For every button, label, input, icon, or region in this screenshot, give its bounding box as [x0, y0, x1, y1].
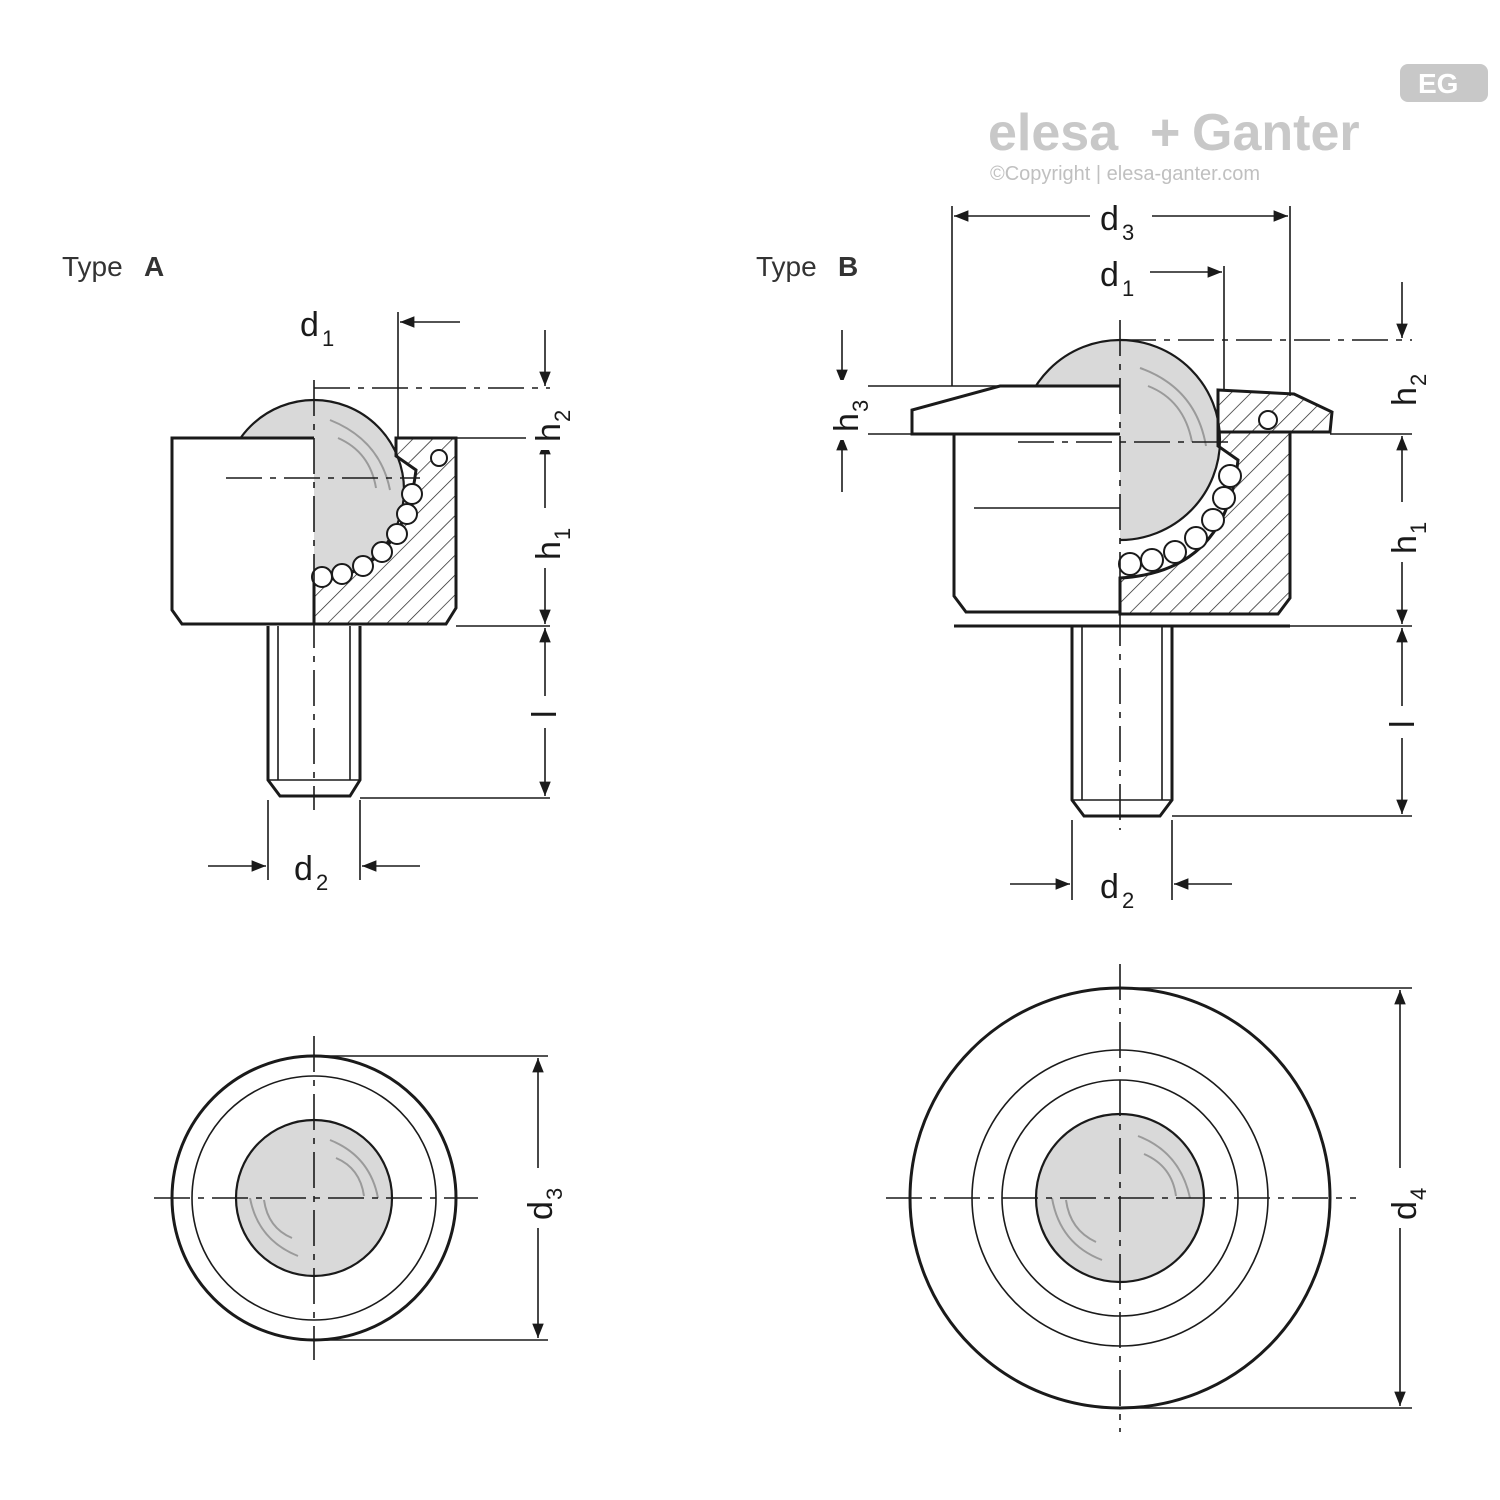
type-a-label-l: l [524, 696, 564, 728]
svg-text:3: 3 [542, 1188, 567, 1200]
brand-badge: EG [1400, 64, 1488, 102]
svg-text:2: 2 [1406, 374, 1431, 386]
type-a-label-d3: d 3 [518, 1168, 567, 1228]
svg-text:h: h [530, 423, 568, 442]
svg-text:h: h [1386, 387, 1424, 406]
svg-text:d: d [1100, 868, 1119, 906]
type-b-label-h1: h 1 [1382, 502, 1431, 562]
svg-text:2: 2 [1122, 888, 1134, 913]
type-a-top-view: d 3 [154, 1036, 567, 1360]
type-b-bearings [1118, 410, 1278, 576]
svg-text:1: 1 [322, 326, 334, 351]
type-b-label-d3: d 3 [1100, 200, 1134, 245]
svg-text:d: d [1100, 200, 1119, 238]
type-b-label-l: l [1382, 706, 1422, 738]
svg-text:1: 1 [1406, 522, 1431, 534]
svg-text:d: d [1100, 256, 1119, 294]
svg-text:1: 1 [1122, 276, 1134, 301]
type-b-prefix: Type [756, 251, 817, 282]
svg-text:d: d [294, 850, 313, 888]
type-a-prefix: Type [62, 251, 123, 282]
brand-plus: + [1150, 104, 1180, 162]
type-a-letter: A [144, 251, 164, 282]
svg-text:d: d [300, 306, 319, 344]
type-a-side-view: Type A [62, 251, 575, 895]
type-a-label-h1: h 1 [526, 508, 575, 568]
svg-text:4: 4 [1406, 1188, 1431, 1200]
type-b-label-h2: h 2 [1382, 354, 1431, 414]
type-a-label-h2: h 2 [526, 390, 575, 450]
type-b-label-d4: d 4 [1382, 1168, 1431, 1228]
svg-text:2: 2 [316, 870, 328, 895]
svg-text:3: 3 [1122, 220, 1134, 245]
svg-text:h: h [530, 541, 568, 560]
type-b-label-h3: h 3 [824, 380, 873, 440]
type-b-side-view: Type B [756, 200, 1431, 913]
type-a-stud [266, 626, 362, 798]
svg-text:1: 1 [550, 528, 575, 540]
svg-text:d: d [1386, 1201, 1424, 1220]
type-a-label-d1: d 1 [300, 306, 334, 351]
svg-text:l: l [526, 710, 564, 718]
svg-text:3: 3 [848, 400, 873, 412]
brand-copyright: ©Copyright | elesa-ganter.com [990, 163, 1260, 185]
svg-text:h: h [1386, 535, 1424, 554]
brand-badge-text: EG [1418, 68, 1458, 99]
svg-text:2: 2 [550, 410, 575, 422]
brand-watermark: elesa + Ganter ©Copyright | elesa-ganter… [988, 64, 1488, 185]
type-b-top-view: d 4 [886, 964, 1431, 1432]
svg-text:h: h [828, 413, 866, 432]
type-b-label-d1: d 1 [1100, 256, 1134, 301]
svg-text:l: l [1384, 720, 1422, 728]
type-b-stud [1070, 626, 1174, 818]
brand-name-left: elesa [988, 104, 1119, 162]
type-b-label-d2: d 2 [1100, 868, 1134, 913]
type-a-bearings [311, 449, 448, 588]
brand-name-right: Ganter [1192, 104, 1360, 162]
svg-text:d: d [522, 1201, 560, 1220]
type-b-letter: B [838, 251, 858, 282]
type-a-label-d2: d 2 [294, 850, 328, 895]
